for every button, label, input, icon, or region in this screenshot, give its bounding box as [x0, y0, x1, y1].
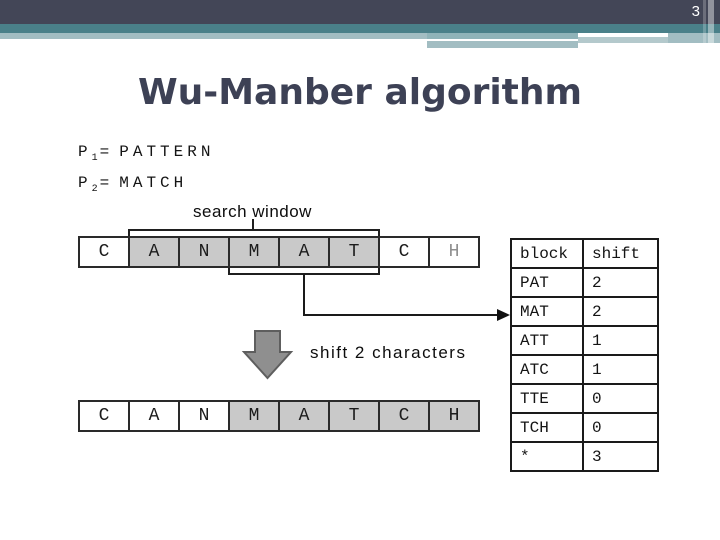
table-cell: 2 — [582, 267, 659, 298]
table-cell: 2 — [582, 296, 659, 327]
text-cell: H — [428, 236, 480, 268]
pattern-line-1: P1=PATTERN — [78, 143, 215, 164]
down-arrow-icon — [241, 330, 294, 380]
header-dark-band — [0, 0, 720, 24]
pattern-definitions: P1=PATTERN P2=MATCH — [78, 140, 214, 202]
text-cell: C — [378, 400, 430, 432]
arrowhead-icon — [497, 309, 510, 321]
slide-number: 3 — [691, 3, 700, 20]
table-cell: MAT — [510, 296, 584, 327]
header-teal-band — [0, 24, 720, 33]
header-accent-band — [0, 33, 427, 39]
header-accent-band — [578, 37, 668, 43]
text-cell: M — [228, 400, 280, 432]
page-title: Wu-Manber algorithm — [137, 72, 583, 113]
bracket-tick — [252, 219, 254, 230]
text-cell: N — [178, 400, 230, 432]
search-window-label: search window — [193, 202, 312, 221]
table-row: *3 — [510, 441, 659, 472]
text-cell: A — [128, 400, 180, 432]
header-accent-band — [427, 41, 578, 48]
table-cell: ATC — [510, 354, 584, 385]
text-cell: M — [228, 236, 280, 268]
connector-line — [303, 274, 305, 315]
table-cell: TTE — [510, 383, 584, 414]
table-cell: ATT — [510, 325, 584, 356]
connector-line — [303, 314, 498, 316]
table-cell: 0 — [582, 412, 659, 443]
table-cell: TCH — [510, 412, 584, 443]
header-accent-band — [668, 33, 720, 43]
text-cell: T — [328, 400, 380, 432]
shift-label: shift 2 characters — [310, 343, 467, 362]
pattern-line-2: P2=MATCH — [78, 174, 188, 195]
text-cell: A — [278, 400, 330, 432]
text-cell: A — [128, 236, 180, 268]
header-accent-band — [427, 33, 578, 39]
text-cell: C — [78, 236, 130, 268]
text-cell: C — [78, 400, 130, 432]
table-header-cell: block — [510, 238, 584, 269]
table-cell: PAT — [510, 267, 584, 298]
table-cell: * — [510, 441, 584, 472]
text-cell: N — [178, 236, 230, 268]
table-cell: 3 — [582, 441, 659, 472]
header-vertical-stripe — [708, 0, 714, 50]
text-cell: H — [428, 400, 480, 432]
table-cell: 0 — [582, 383, 659, 414]
text-cell: T — [328, 236, 380, 268]
header-vertical-stripe — [703, 0, 706, 44]
text-cell: A — [278, 236, 330, 268]
table-cell: 1 — [582, 354, 659, 385]
search-window-bracket — [128, 229, 380, 236]
table-cell: 1 — [582, 325, 659, 356]
table-header-cell: shift — [582, 238, 659, 269]
text-cell: C — [378, 236, 430, 268]
